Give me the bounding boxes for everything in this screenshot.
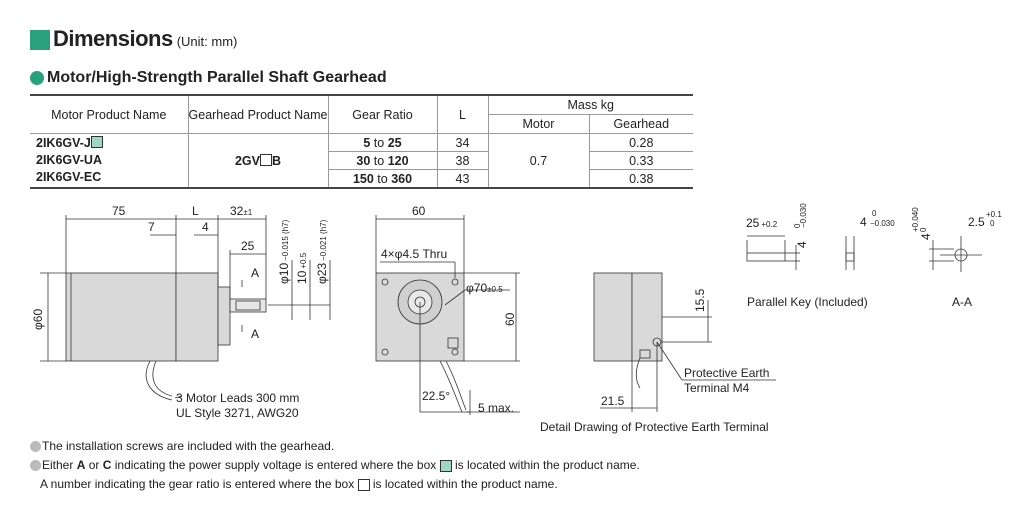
pe-label-1: Protective Earth bbox=[684, 366, 769, 380]
dim-7: 7 bbox=[148, 220, 155, 234]
gear-ratio-1: 5 to 25 bbox=[328, 133, 438, 152]
dim-angle: 22.5° bbox=[422, 389, 450, 403]
note-1: The installation screws are included wit… bbox=[30, 437, 640, 456]
dim-4: 4 bbox=[202, 220, 209, 234]
aa-2-5-bot: 0 bbox=[990, 219, 995, 228]
key-4b-top: 0 bbox=[872, 209, 877, 218]
key-4-top: 0 bbox=[793, 223, 802, 228]
motor-names-cell: 2IK6GV-J 2IK6GV-UA 2IK6GV-EC bbox=[30, 133, 189, 189]
note-3: A number indicating the gear ratio is en… bbox=[30, 475, 640, 494]
leads-label-1: 3 Motor Leads 300 mm bbox=[176, 391, 299, 405]
title-square-icon bbox=[30, 30, 50, 50]
note-2-c: is located within the product name. bbox=[454, 458, 640, 472]
key-25: 25+0.2 bbox=[746, 216, 778, 230]
dim-5max: 5 max. bbox=[478, 401, 514, 415]
gearhead-mass-2: 0.33 bbox=[589, 151, 693, 170]
dim-shaft-phi10: φ10−0.015 (h7) bbox=[277, 219, 291, 284]
header-mass-gearhead: Gearhead bbox=[589, 114, 693, 134]
gearhead-suffix: B bbox=[271, 153, 282, 168]
aa-caption: A-A bbox=[952, 295, 972, 309]
voltage-box-icon bbox=[90, 136, 103, 148]
dim-21-5: 21.5 bbox=[601, 394, 625, 408]
aa-4-top: +0.040 bbox=[911, 207, 920, 232]
dim-phi70: φ70±0.5 bbox=[466, 281, 503, 295]
header-l: L bbox=[437, 94, 489, 134]
note-3-a: A number indicating the gear ratio is en… bbox=[40, 477, 355, 491]
dim-phi60: φ60 bbox=[31, 309, 45, 330]
dim-25: 25 bbox=[241, 239, 255, 253]
l-value-3: 43 bbox=[437, 169, 489, 189]
l-value-2: 38 bbox=[437, 151, 489, 170]
aa-4-bot: 0 bbox=[919, 227, 928, 232]
note-2-a: Either bbox=[42, 458, 74, 472]
note-bullet-icon bbox=[30, 460, 41, 471]
gear-ratio-3: 150 to 360 bbox=[328, 169, 438, 189]
header-gear-ratio: Gear Ratio bbox=[328, 94, 438, 134]
gearhead-mass-3: 0.38 bbox=[589, 169, 693, 189]
bullet-icon bbox=[30, 71, 44, 85]
header-gearhead-name: Gearhead Product Name bbox=[188, 94, 329, 134]
gearhead-mass-1: 0.28 bbox=[589, 133, 693, 152]
motor-name-1: 2IK6GV-J bbox=[36, 135, 188, 152]
dim-32: 32±1 bbox=[230, 204, 253, 218]
title-text: Dimensions bbox=[53, 26, 173, 51]
ratio-box-icon bbox=[259, 153, 272, 166]
key-4: 4 bbox=[795, 241, 809, 248]
page-title: Dimensions (Unit: mm) bbox=[30, 28, 237, 50]
pe-label-2: Terminal M4 bbox=[684, 381, 750, 395]
motor-name-3: 2IK6GV-EC bbox=[36, 170, 102, 184]
header-mass: Mass kg bbox=[488, 94, 693, 115]
gearhead-name-cell: 2GV B bbox=[188, 133, 329, 189]
header-motor-name: Motor Product Name bbox=[30, 94, 189, 134]
motor-mass: 0.7 bbox=[488, 133, 590, 189]
key-4b-tol: −0.030 bbox=[870, 219, 895, 228]
detail-caption: Detail Drawing of Protective Earth Termi… bbox=[540, 420, 769, 434]
aa-2-5: 2.5 bbox=[968, 215, 985, 229]
key-4b: 4 bbox=[860, 215, 867, 229]
note-2: Either A or C indicating the power suppl… bbox=[30, 456, 640, 475]
header-mass-motor: Motor bbox=[488, 114, 590, 134]
note-bullet-icon bbox=[30, 441, 41, 452]
notes: The installation screws are included wit… bbox=[30, 437, 640, 494]
key-caption: Parallel Key (Included) bbox=[747, 295, 868, 309]
l-value-1: 34 bbox=[437, 133, 489, 152]
spec-table: Motor Product Name Gearhead Product Name… bbox=[30, 94, 693, 189]
dim-shaft-phi23: φ23−0.021 (h7) bbox=[315, 219, 329, 284]
section-heading-text: Motor/High-Strength Parallel Shaft Gearh… bbox=[47, 69, 387, 86]
note-3-b: is located within the product name. bbox=[372, 477, 558, 491]
dimension-drawing: 75 L 32±1 7 4 25 A A φ60 φ10−0.015 (h7) … bbox=[31, 203, 1002, 434]
gearhead-prefix: 2GV bbox=[234, 153, 260, 168]
key-4-tol: −0.030 bbox=[799, 203, 808, 228]
section-a-top: A bbox=[251, 266, 259, 280]
section-heading: Motor/High-Strength Parallel Shaft Gearh… bbox=[30, 69, 387, 87]
note-2-or: or bbox=[88, 458, 100, 472]
section-a-bottom: A bbox=[251, 327, 259, 341]
note-2-C: C bbox=[102, 458, 112, 472]
dim-10: 10+0.5 bbox=[295, 252, 309, 284]
leads-label-2: UL Style 3271, AWG20 bbox=[176, 406, 299, 420]
motor-name-1-text: 2IK6GV-J bbox=[36, 136, 91, 150]
aa-2-5-top: +0.1 bbox=[986, 210, 1002, 219]
dim-60-side: 60 bbox=[503, 312, 517, 326]
note-2-A: A bbox=[76, 458, 86, 472]
gear-ratio-2: 30 to 120 bbox=[328, 151, 438, 170]
dim-15-5: 15.5 bbox=[693, 288, 707, 312]
thru-holes-label: 4×φ4.5 Thru bbox=[381, 247, 447, 261]
note-2-b: indicating the power supply voltage is e… bbox=[114, 458, 437, 472]
dim-75: 75 bbox=[112, 204, 126, 218]
ratio-box-icon bbox=[357, 478, 370, 491]
dim-60-top: 60 bbox=[412, 204, 426, 218]
note-1-text: The installation screws are included wit… bbox=[42, 439, 335, 453]
aa-4: 4 bbox=[919, 233, 933, 240]
voltage-box-icon bbox=[439, 459, 452, 472]
title-unit: (Unit: mm) bbox=[176, 34, 238, 49]
motor-name-2: 2IK6GV-UA bbox=[36, 153, 102, 167]
dim-l: L bbox=[192, 204, 199, 218]
